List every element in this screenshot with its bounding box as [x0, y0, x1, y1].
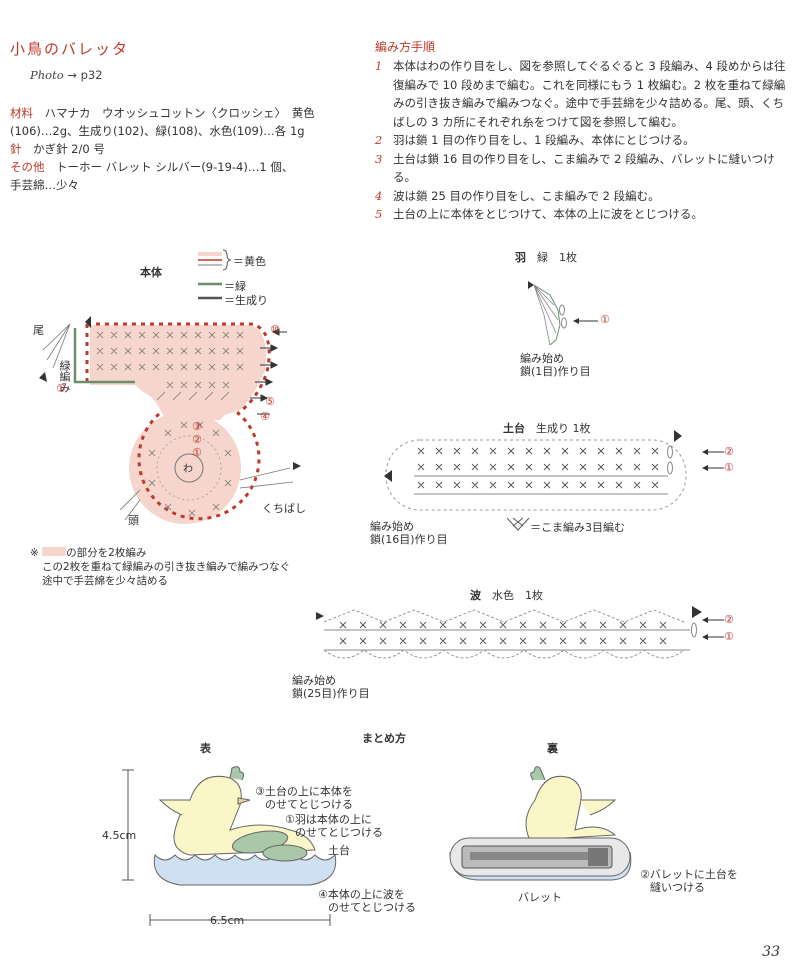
base-row-arrows: [702, 449, 724, 471]
other-value: トーホー バレット シルバー(9-19-4)…1 個、: [56, 160, 294, 174]
width-dim: 6.5cm: [210, 914, 245, 927]
legend-green: ＝緑: [224, 280, 246, 293]
base-chart: [384, 430, 687, 511]
wing-heading: 羽 緑 1枚: [515, 251, 577, 264]
beak-label: くちばし: [262, 502, 306, 515]
wing-chart: [528, 281, 598, 346]
steps-heading: 編み方手順: [375, 40, 436, 54]
photo-reference: Photo → p32: [30, 68, 103, 82]
note-mark: ※: [30, 547, 39, 559]
assembly-title: まとめ方: [362, 732, 406, 745]
photo-page: → p32: [67, 68, 103, 82]
materials-block: 材料 ハマナカ ウオッシュコットン〈クロッシェ〉 黄色 (106)…2g、生成り…: [10, 104, 355, 194]
note-swatch: [42, 547, 67, 556]
legend-swatches: [198, 249, 232, 300]
base-start-2: 鎖(16目)作り目: [370, 533, 448, 546]
wave-heading: 波 水色 1枚: [470, 589, 543, 602]
wave-row-1: ①: [724, 630, 734, 643]
base-heading: 土台 生成り 1枚: [503, 422, 591, 435]
tail-label: 尾: [33, 324, 44, 337]
row-1-label: ①: [192, 446, 202, 459]
note-line-3: 途中で手芸綿を少々詰める: [42, 575, 168, 587]
ring-label: わ: [183, 464, 193, 475]
assembly-base-label: 土台: [328, 844, 350, 857]
body-note: ※ の部分を2枚編み この2枚を重ねて緑編みの引き抜き編みで編みつなぐ 途中で手…: [30, 546, 290, 588]
other-value-2: 手芸綿…少々: [10, 178, 79, 192]
base-row-2: ②: [724, 445, 734, 458]
base-row-1: ①: [724, 461, 734, 474]
other-key: その他: [10, 160, 45, 174]
wing-start-2: 鎖(1目)作り目: [520, 365, 591, 378]
needle-value: かぎ針 2/0 号: [33, 142, 105, 156]
front-view: [122, 766, 337, 926]
wave-row-2: ②: [724, 613, 734, 626]
edge-label: 緑編み: [58, 360, 71, 393]
body-chart: [39, 316, 301, 524]
note-line-1: の部分を2枚編み: [66, 547, 147, 559]
body-diagram-title: 本体: [140, 266, 162, 279]
assembly-note-4: ④本体の上に波をのせてとじつける: [318, 888, 416, 914]
row-10-label: ⑩: [270, 323, 280, 336]
wave-start-1: 編み始め: [292, 674, 336, 687]
legend-white: ＝生成り: [224, 294, 268, 307]
wing-row-1: ①: [600, 313, 610, 326]
page-number: 33: [762, 944, 780, 960]
wing-start-1: 編み始め: [520, 352, 564, 365]
row-4-label: ④: [260, 410, 270, 423]
assembly-front-label: 表: [200, 742, 211, 755]
materials-value-2: (106)…2g、生成り(102)、緑(108)、水色(109)…各 1g: [10, 124, 305, 138]
photo-label: Photo: [30, 68, 64, 82]
materials-value: ハマナカ ウオッシュコットン〈クロッシェ〉 黄色: [44, 106, 315, 120]
assembly-note-3: ③土台の上に本体をのせてとじつける: [255, 785, 353, 811]
assembly-back-label: 裏: [547, 742, 558, 755]
sc3-symbol: [506, 517, 530, 531]
page-title: 小鳥のバレッタ: [10, 40, 130, 58]
back-view: [449, 766, 632, 881]
row-5-label: ⑤: [265, 395, 275, 408]
row-3-label: ③: [192, 420, 202, 433]
wave-chart: [316, 606, 702, 659]
needle-key: 針: [10, 142, 22, 156]
base-legend: ＝こま編み3目編む: [530, 521, 625, 534]
height-dim: 4.5cm: [102, 829, 137, 842]
head-label: 頭: [128, 514, 139, 527]
assembly-note-2: ②バレットに土台を縫いつける: [640, 868, 738, 894]
wave-start-2: 鎖(25目)作り目: [292, 687, 370, 700]
wave-row-arrows: [702, 617, 724, 640]
edge-row-label: ①: [56, 382, 66, 395]
barrette-label: バレット: [518, 891, 562, 904]
assembly-note-1: ①羽は本体の上にのせてとじつける: [285, 813, 383, 839]
base-start-1: 編み始め: [370, 520, 414, 533]
row-2-label: ②: [192, 433, 202, 446]
stitch-grid: [96, 331, 244, 517]
materials-key: 材料: [10, 106, 33, 120]
legend-yellow: ＝黄色: [233, 255, 266, 268]
note-line-2: この2枚を重ねて緑編みの引き抜き編みで編みつなぐ: [42, 561, 291, 573]
